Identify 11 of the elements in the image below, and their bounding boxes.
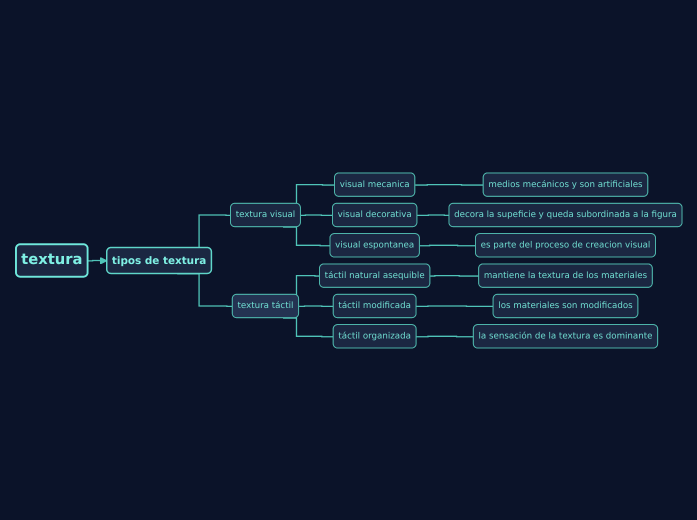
connector xyxy=(416,335,474,337)
connector xyxy=(416,214,449,216)
connector xyxy=(298,304,334,307)
connector xyxy=(300,214,332,216)
connector xyxy=(282,226,330,246)
connector xyxy=(414,184,484,186)
arrow xyxy=(88,256,107,264)
connector xyxy=(282,316,334,337)
connector xyxy=(416,304,494,307)
connector xyxy=(430,274,479,276)
connector xyxy=(419,244,476,246)
